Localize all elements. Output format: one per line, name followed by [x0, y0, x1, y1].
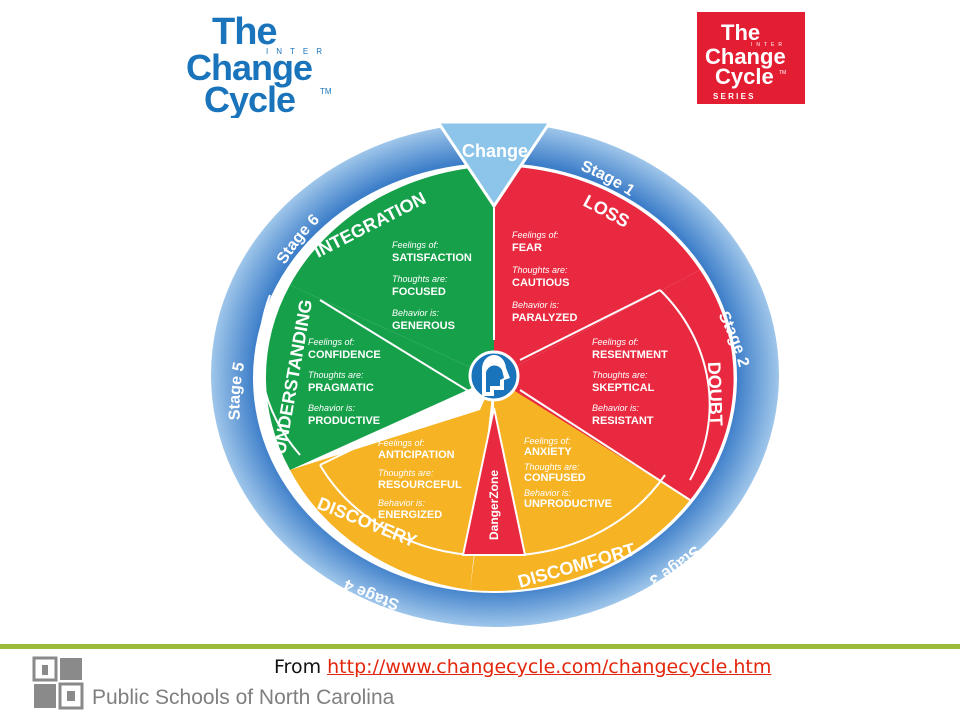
discomfort-details: Feelings of: ANXIETY Thoughts are: CONFU…	[524, 436, 612, 510]
logo-word-the: The	[212, 11, 277, 53]
understanding-feelings-value: CONFIDENCE	[308, 349, 381, 361]
discomfort-feelings-value: ANXIETY	[524, 446, 572, 458]
logo-word-change: Change	[186, 47, 312, 88]
stage-name-doubt: DOUBT	[704, 361, 726, 426]
understanding-details: Feelings of: CONFIDENCE Thoughts are: PR…	[308, 337, 381, 427]
logo-word-cycle: Cycle	[204, 79, 295, 118]
discomfort-thoughts-caption: Thoughts are:	[524, 462, 580, 472]
integration-details: Feelings of: SATISFACTION Thoughts are: …	[392, 240, 472, 332]
loss-feelings-caption: Feelings of:	[512, 230, 559, 240]
doubt-behavior-caption: Behavior is:	[592, 403, 640, 413]
source-citation: From http://www.changecycle.com/changecy…	[274, 656, 771, 678]
doubt-feelings-caption: Feelings of:	[592, 337, 639, 347]
discovery-feelings-caption: Feelings of:	[378, 438, 425, 448]
danger-zone-label: DangerZone	[487, 470, 501, 540]
doubt-details: Feelings of: RESENTMENT Thoughts are: SK…	[592, 337, 668, 427]
doubt-thoughts-caption: Thoughts are:	[592, 370, 648, 380]
segment-understanding	[265, 285, 494, 470]
change-label: Change	[462, 141, 528, 161]
discovery-feelings-value: ANTICIPATION	[378, 449, 455, 461]
segment-integration	[290, 166, 494, 378]
integration-behavior-value: GENEROUS	[392, 320, 455, 332]
logo-series-label: S E R I E S	[713, 92, 754, 101]
loss-behavior-caption: Behavior is:	[512, 300, 560, 310]
logo-series-inter: INTER	[751, 42, 786, 48]
logo-series-cycle: Cycle	[715, 64, 774, 89]
discomfort-behavior-value: UNPRODUCTIVE	[524, 498, 612, 510]
stage-5-label: Stage 5	[227, 361, 249, 421]
loss-feelings-value: FEAR	[512, 242, 542, 254]
segment-discomfort	[470, 378, 690, 591]
discovery-thoughts-value: RESOURCEFUL	[378, 479, 462, 491]
nc-public-schools-seal-icon	[32, 656, 84, 710]
discovery-details: Feelings of: ANTICIPATION Thoughts are: …	[378, 438, 462, 521]
integration-behavior-caption: Behavior is:	[392, 308, 440, 318]
understanding-thoughts-caption: Thoughts are:	[308, 370, 364, 380]
logo-series-change: Change	[705, 44, 786, 69]
segment-doubt	[494, 270, 734, 500]
understanding-thoughts-value: PRAGMATIC	[308, 382, 374, 394]
discomfort-thoughts-value: CONFUSED	[524, 472, 586, 484]
loss-thoughts-value: CAUTIOUS	[512, 277, 569, 289]
integration-thoughts-value: FOCUSED	[392, 286, 446, 298]
head-profile-icon	[468, 350, 520, 402]
change-cycle-series-logo: The INTER Change Cycle TM S E R I E S	[697, 12, 805, 104]
logo-series-trademark: TM	[779, 70, 786, 76]
loss-details: Feelings of: FEAR Thoughts are: CAUTIOUS…	[512, 230, 577, 324]
integration-thoughts-caption: Thoughts are:	[392, 274, 448, 284]
danger-zone-wedge	[461, 407, 527, 556]
discomfort-feelings-caption: Feelings of:	[524, 436, 571, 446]
logo-series-the: The	[721, 20, 760, 45]
discomfort-behavior-caption: Behavior is:	[524, 488, 572, 498]
segment-discovery	[290, 378, 494, 590]
doubt-thoughts-value: SKEPTICAL	[592, 382, 655, 394]
organization-name: Public Schools of North Carolina	[92, 686, 395, 709]
discovery-behavior-value: ENERGIZED	[378, 509, 442, 521]
segment-loss	[494, 166, 700, 378]
integration-feelings-caption: Feelings of:	[392, 240, 439, 250]
doubt-feelings-value: RESENTMENT	[592, 349, 668, 361]
discovery-behavior-caption: Behavior is:	[378, 498, 426, 508]
loss-thoughts-caption: Thoughts are:	[512, 265, 568, 275]
integration-feelings-value: SATISFACTION	[392, 252, 472, 264]
understanding-behavior-value: PRODUCTIVE	[308, 415, 380, 427]
source-link[interactable]: http://www.changecycle.com/changecycle.h…	[327, 656, 772, 678]
logo-trademark: TM	[320, 87, 332, 96]
doubt-behavior-value: RESISTANT	[592, 415, 654, 427]
understanding-behavior-caption: Behavior is:	[308, 403, 356, 413]
discovery-thoughts-caption: Thoughts are:	[378, 468, 434, 478]
logo-word-inter: INTER	[266, 47, 330, 56]
loss-behavior-value: PARALYZED	[512, 312, 577, 324]
source-prefix: From	[274, 656, 328, 678]
change-pointer	[435, 120, 553, 209]
footer-divider	[0, 644, 960, 649]
segment-dividers	[258, 166, 711, 556]
understanding-feelings-caption: Feelings of:	[308, 337, 355, 347]
change-cycle-logo: The INTER Change Cycle TM	[186, 11, 332, 118]
